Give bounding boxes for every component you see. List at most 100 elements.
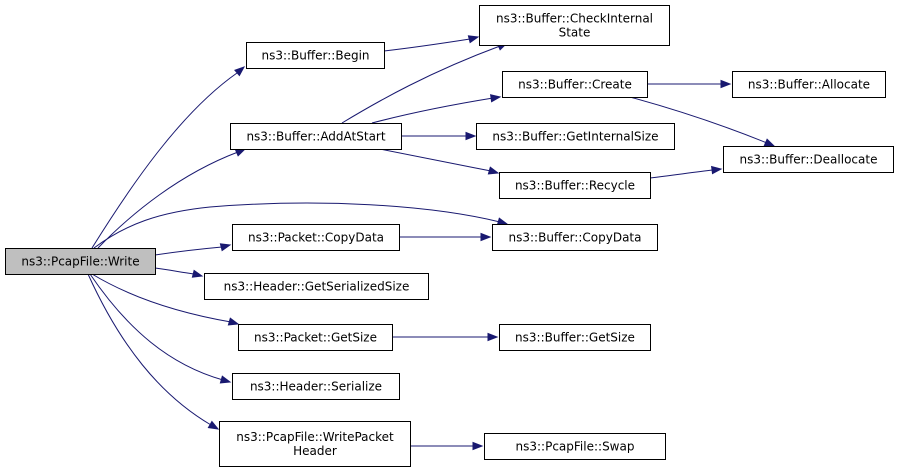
arrowhead-icon xyxy=(465,131,477,141)
node-box[interactable] xyxy=(479,5,670,46)
edge-write-to-hdr_getserializedsize xyxy=(154,267,204,278)
edge-addatstart-to-recycle xyxy=(379,148,500,175)
call-nodes: ns3::PcapFile::Writens3::Buffer::Beginns… xyxy=(5,5,894,467)
edge-write-to-begin xyxy=(91,66,246,249)
node-label: ns3::Buffer::CopyData xyxy=(509,231,642,245)
edge-line xyxy=(91,273,232,323)
edge-line xyxy=(341,45,501,124)
node-label: ns3::Buffer::Deallocate xyxy=(740,153,878,167)
node-box[interactable] xyxy=(476,123,675,150)
node-label: ns3::PcapFile::Swap xyxy=(516,440,635,454)
call-edges xyxy=(87,35,776,451)
node-deallocate[interactable]: ns3::Buffer::Deallocate xyxy=(723,146,894,173)
node-getinternalsize[interactable]: ns3::Buffer::GetInternalSize xyxy=(476,123,675,150)
node-swap[interactable]: ns3::PcapFile::Swap xyxy=(484,433,666,460)
node-box[interactable] xyxy=(238,324,393,351)
arrowhead-icon xyxy=(487,166,500,175)
edge-line xyxy=(649,169,714,179)
node-addatstart[interactable]: ns3::Buffer::AddAtStart xyxy=(230,123,402,150)
node-box[interactable] xyxy=(499,172,651,199)
edge-create-to-allocate xyxy=(647,79,732,89)
node-label: ns3::Buffer::Begin xyxy=(261,49,369,63)
node-label: ns3::Header::Serialize xyxy=(250,380,382,394)
node-label: ns3::Packet::CopyData xyxy=(248,231,384,245)
node-write[interactable]: ns3::PcapFile::Write xyxy=(5,248,156,275)
node-box[interactable] xyxy=(232,224,400,251)
node-recycle[interactable]: ns3::Buffer::Recycle xyxy=(499,172,651,199)
edge-line xyxy=(87,273,212,426)
node-hdr_serialize[interactable]: ns3::Header::Serialize xyxy=(232,373,400,400)
edge-create-to-deallocate xyxy=(629,96,776,147)
node-box[interactable] xyxy=(246,42,385,69)
node-label: State xyxy=(559,26,591,40)
arrowhead-icon xyxy=(763,138,776,147)
node-label: ns3::Buffer::CheckInternal xyxy=(496,12,653,26)
arrowhead-icon xyxy=(219,375,232,384)
edge-line xyxy=(89,273,224,381)
node-label: ns3::Buffer::Create xyxy=(518,78,632,92)
edge-pkt_getsize-to-buf_getsize xyxy=(391,332,499,342)
edge-line xyxy=(154,246,223,256)
edge-write-to-pkt_copydata xyxy=(154,243,232,256)
node-box[interactable] xyxy=(219,421,411,467)
node-begin[interactable]: ns3::Buffer::Begin xyxy=(246,42,385,69)
arrowhead-icon xyxy=(711,165,723,175)
edge-pkt_copydata-to-buf_copydata xyxy=(399,232,492,242)
edge-write-to-hdr_serialize xyxy=(89,273,232,384)
node-buf_getsize[interactable]: ns3::Buffer::GetSize xyxy=(499,324,651,351)
node-box[interactable] xyxy=(5,248,156,275)
edge-write-to-addatstart xyxy=(97,148,247,249)
arrowhead-icon xyxy=(720,79,732,89)
edge-line xyxy=(154,267,195,275)
edge-write-to-writepacketheader xyxy=(87,273,220,430)
node-hdr_getserializedsize[interactable]: ns3::Header::GetSerializedSize xyxy=(204,273,429,300)
node-label: Header xyxy=(293,444,337,458)
node-label: ns3::PcapFile::Write xyxy=(21,255,139,269)
edge-recycle-to-deallocate xyxy=(649,165,723,179)
edge-line xyxy=(93,202,501,249)
node-label: ns3::Buffer::AddAtStart xyxy=(246,130,385,144)
node-box[interactable] xyxy=(204,273,429,300)
edge-begin-to-checkinternal xyxy=(383,35,480,52)
edge-addatstart-to-getinternalsize xyxy=(401,131,477,141)
node-label: ns3::Packet::GetSize xyxy=(254,331,377,345)
arrowhead-icon xyxy=(191,269,204,278)
arrowhead-icon xyxy=(480,232,492,242)
edge-line xyxy=(97,151,239,249)
node-label: ns3::Header::GetSerializedSize xyxy=(224,280,410,294)
arrowhead-icon xyxy=(467,35,480,44)
edge-line xyxy=(91,72,238,249)
node-label: ns3::Buffer::GetInternalSize xyxy=(492,130,658,144)
node-allocate[interactable]: ns3::Buffer::Allocate xyxy=(732,71,886,98)
arrowhead-icon xyxy=(234,148,247,157)
arrowhead-icon xyxy=(487,332,499,342)
edge-addatstart-to-create xyxy=(371,94,502,124)
edge-line xyxy=(379,148,492,172)
node-pkt_copydata[interactable]: ns3::Packet::CopyData xyxy=(232,224,400,251)
node-label: ns3::Buffer::Recycle xyxy=(515,179,635,193)
node-pkt_getsize[interactable]: ns3::Packet::GetSize xyxy=(238,324,393,351)
arrowhead-icon xyxy=(207,420,220,430)
node-box[interactable] xyxy=(723,146,894,173)
node-box[interactable] xyxy=(484,433,666,460)
node-box[interactable] xyxy=(502,71,648,98)
node-box[interactable] xyxy=(230,123,402,150)
node-box[interactable] xyxy=(232,373,400,400)
node-box[interactable] xyxy=(499,324,651,351)
node-box[interactable] xyxy=(492,224,658,251)
arrowhead-icon xyxy=(490,94,502,103)
node-create[interactable]: ns3::Buffer::Create xyxy=(502,71,648,98)
arrowhead-icon xyxy=(234,66,246,77)
edge-line xyxy=(383,38,471,52)
arrowhead-icon xyxy=(219,243,232,252)
node-label: ns3::Buffer::GetSize xyxy=(515,331,635,345)
edge-line xyxy=(371,97,494,124)
edge-write-to-pkt_getsize xyxy=(91,273,240,326)
arrowhead-icon xyxy=(472,441,484,451)
node-buf_copydata[interactable]: ns3::Buffer::CopyData xyxy=(492,224,658,251)
node-box[interactable] xyxy=(732,71,886,98)
